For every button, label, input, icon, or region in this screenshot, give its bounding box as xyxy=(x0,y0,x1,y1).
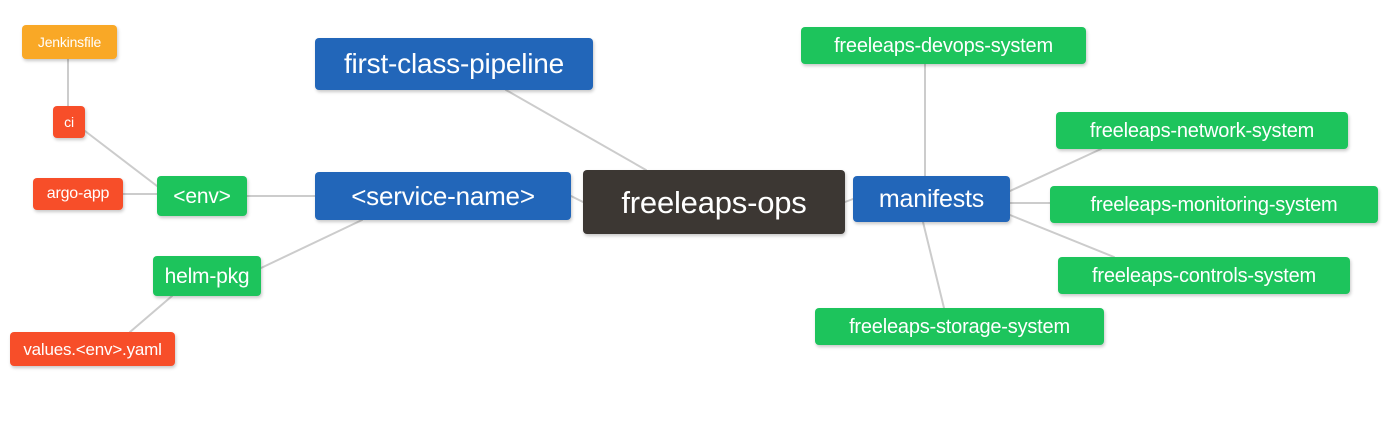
node-freeleaps-network-system[interactable]: freeleaps-network-system xyxy=(1056,112,1348,149)
node-service-name[interactable]: <service-name> xyxy=(315,172,571,220)
node-freeleaps-ops[interactable]: freeleaps-ops xyxy=(583,170,845,234)
node-jenkinsfile[interactable]: Jenkinsfile xyxy=(22,25,117,59)
edge-freeleaps-ops-to-manifests xyxy=(844,198,854,203)
node-freeleaps-storage-system[interactable]: freeleaps-storage-system xyxy=(815,308,1104,345)
node-helm-pkg[interactable]: helm-pkg xyxy=(153,256,261,296)
node-freeleaps-devops-system[interactable]: freeleaps-devops-system xyxy=(801,27,1086,64)
node-manifests[interactable]: manifests xyxy=(853,176,1010,222)
node-values-env-yaml[interactable]: values.<env>.yaml xyxy=(10,332,175,366)
edge-manifests-to-freeleaps-network-system xyxy=(1009,148,1102,192)
edge-helm-pkg-to-values-env-yaml xyxy=(129,295,173,333)
node-env[interactable]: <env> xyxy=(157,176,247,216)
edge-freeleaps-ops-to-service-name xyxy=(570,195,584,203)
edge-freeleaps-ops-to-first-class-pipeline xyxy=(505,89,647,171)
edge-manifests-to-freeleaps-storage-system xyxy=(922,221,945,309)
node-ci[interactable]: ci xyxy=(53,106,85,138)
node-argo-app[interactable]: argo-app xyxy=(33,178,123,210)
node-freeleaps-monitoring-system[interactable]: freeleaps-monitoring-system xyxy=(1050,186,1378,223)
node-first-class-pipeline[interactable]: first-class-pipeline xyxy=(315,38,593,90)
edge-service-name-to-helm-pkg xyxy=(260,219,363,269)
node-freeleaps-controls-system[interactable]: freeleaps-controls-system xyxy=(1058,257,1350,294)
